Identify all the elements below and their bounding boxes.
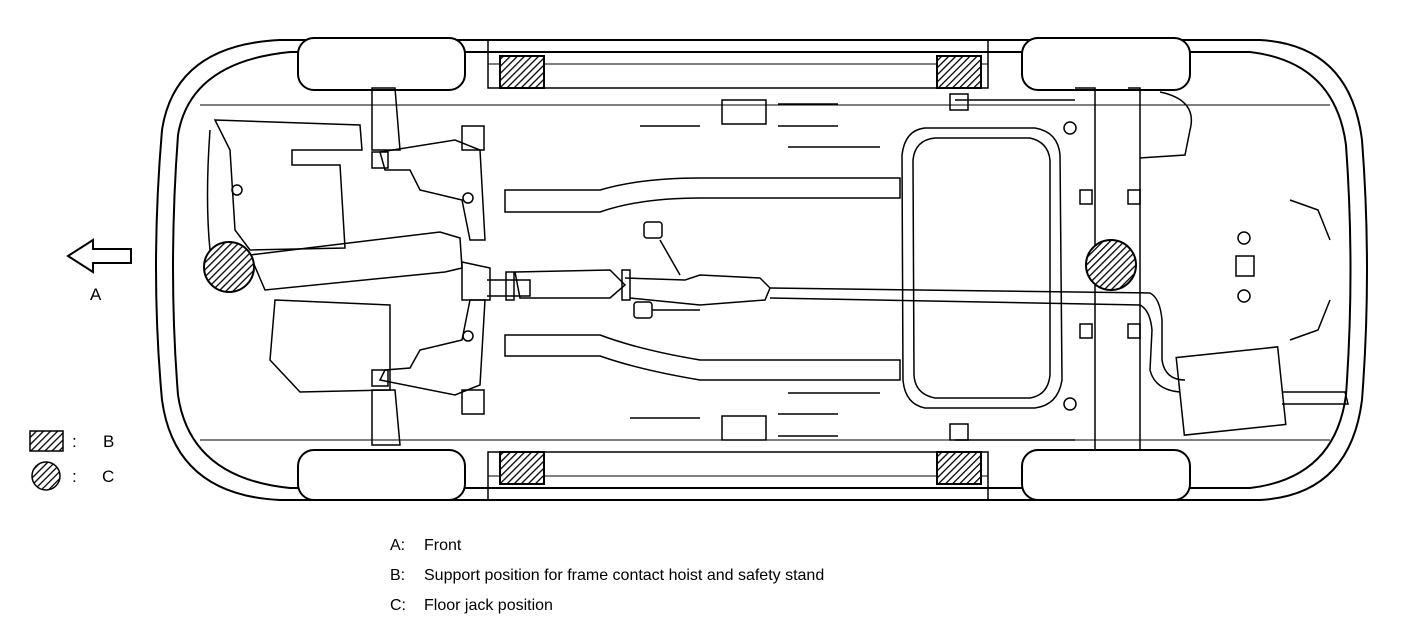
side-sills	[487, 39, 989, 501]
tires	[297, 37, 1191, 501]
legend-key: C:	[390, 597, 406, 614]
legend-text: Floor jack position	[424, 597, 553, 614]
exhaust-system	[248, 221, 1349, 436]
legend-key: A:	[390, 537, 406, 554]
rear-suspension	[949, 87, 1331, 451]
tire-rear-right	[1021, 449, 1191, 501]
engine-subframe	[206, 87, 486, 446]
tire-front-right	[297, 449, 466, 501]
jack-point	[203, 241, 255, 293]
support-point	[936, 451, 982, 485]
tire-front-left	[297, 37, 466, 91]
square-key-separator: :	[72, 432, 77, 451]
jack-positions	[203, 239, 1137, 293]
legend-text: Front	[424, 537, 462, 554]
tire-rear-left	[1021, 37, 1191, 91]
support-point	[936, 55, 982, 89]
legend-item-support: B: Support position for frame contact hoi…	[390, 566, 824, 586]
legend-text: Support position for frame contact hoist…	[424, 567, 825, 584]
jack-point	[1085, 239, 1137, 291]
circle-symbol	[31, 461, 61, 491]
symbol-key: : B : C	[29, 430, 114, 491]
circle-key-separator: :	[72, 467, 77, 486]
support-positions	[499, 55, 982, 485]
front-arrow-label: A	[90, 285, 102, 304]
fuel-tank	[901, 127, 1063, 409]
square-symbol	[29, 430, 64, 452]
body-outline	[155, 39, 1368, 501]
legend-item-front: A: Front	[390, 536, 461, 556]
legend-key: B:	[390, 567, 406, 584]
square-key-label: B	[103, 432, 114, 451]
arrow-left-icon	[66, 238, 132, 274]
floor-stampings	[504, 99, 901, 441]
support-point	[499, 451, 545, 485]
front-arrow: A	[66, 238, 132, 304]
support-point	[499, 55, 545, 89]
circle-key-label: C	[102, 467, 114, 486]
legend-item-jack: C: Floor jack position	[390, 596, 553, 616]
